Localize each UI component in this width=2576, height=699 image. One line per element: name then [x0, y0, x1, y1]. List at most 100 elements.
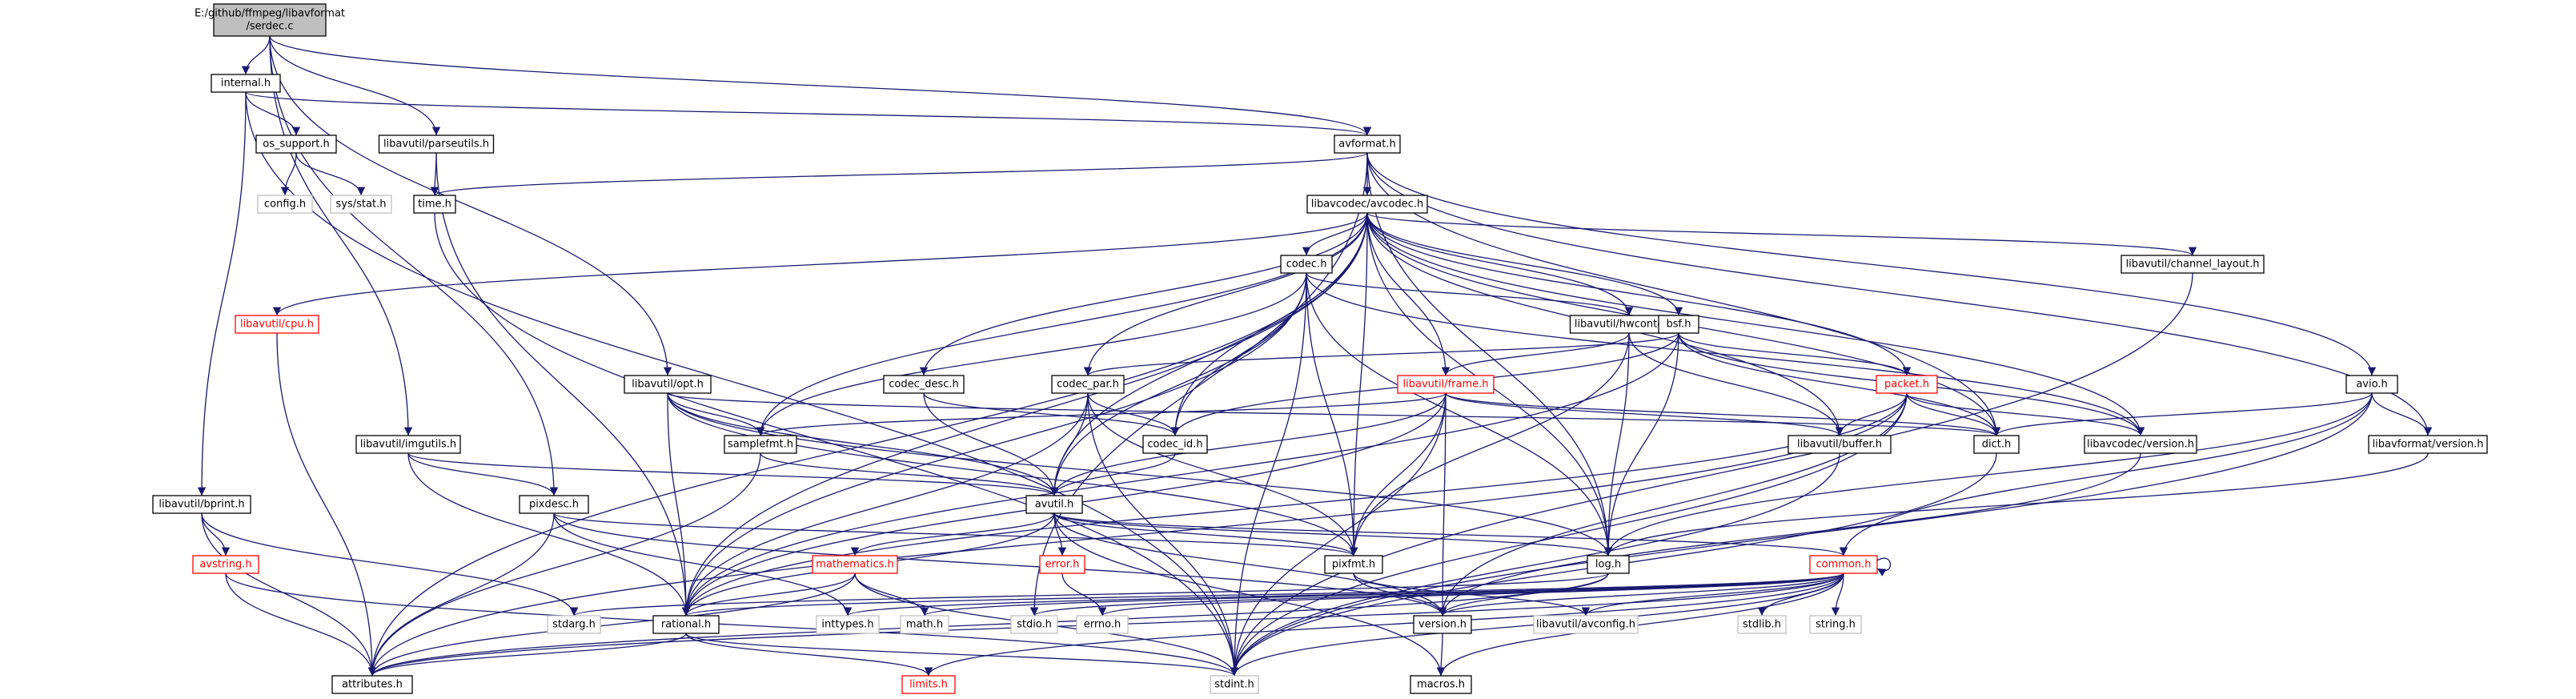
node-box [1413, 615, 1472, 634]
node-label: attributes.h [342, 679, 403, 691]
edge-opt-to-dict [667, 392, 2000, 436]
node-cpu[interactable]: libavutil/cpu.h [235, 315, 319, 334]
node-rational[interactable]: rational.h [652, 615, 720, 634]
node-buffer[interactable]: libavutil/buffer.h [1788, 435, 1892, 454]
edge-avcodec-to-attributes [367, 212, 1368, 677]
node-box [1809, 555, 1878, 574]
edge-opt-to-log [667, 392, 1613, 556]
node-version[interactable]: version.h [1413, 615, 1472, 634]
edge-frame-to-buffer [1445, 392, 1844, 436]
edge-serdec-to-imgutils [269, 35, 413, 436]
edge-imgutils-to-pixdesc [407, 452, 559, 496]
node-stdlib[interactable]: stdlib.h [1737, 615, 1787, 634]
node-packet[interactable]: packet.h [1876, 375, 1938, 394]
node-opt[interactable]: libavutil/opt.h [624, 375, 712, 394]
node-avcodec[interactable]: libavcodec/avcodec.h [1306, 195, 1428, 214]
node-box [192, 555, 259, 574]
node-avconfig[interactable]: libavutil/avconfig.h [1533, 615, 1639, 634]
edge-common-to-limits [924, 572, 1844, 677]
edge-packet-to-version [1438, 392, 1908, 617]
node-string-h[interactable]: string.h [1809, 615, 1862, 634]
node-bprint[interactable]: libavutil/bprint.h [152, 495, 251, 514]
node-label: os_support.h [263, 139, 330, 151]
edge-hwcontext-to-buffer [1628, 332, 1844, 436]
node-box [812, 555, 898, 574]
node-label: samplefmt.h [728, 439, 793, 451]
node-codec-version[interactable]: libavcodec/version.h [2084, 435, 2197, 454]
node-codec-desc[interactable]: codec_desc.h [883, 375, 965, 394]
edge-pixdesc-to-inttypes [553, 512, 853, 617]
node-limits[interactable]: limits.h [901, 675, 956, 694]
edge-parseutils-to-rational [435, 152, 691, 617]
node-box [1587, 555, 1630, 574]
node-pixfmt[interactable]: pixfmt.h [1324, 555, 1383, 574]
node-imgutils[interactable]: libavutil/imgutils.h [355, 435, 461, 454]
node-frame[interactable]: libavutil/frame.h [1397, 375, 1495, 394]
node-config[interactable]: config.h [257, 195, 313, 214]
node-label: E:/github/ffmpeg/libavformat [195, 8, 345, 20]
node-codec[interactable]: codec.h [1280, 255, 1333, 274]
node-internal[interactable]: internal.h [211, 74, 281, 93]
node-log[interactable]: log.h [1587, 555, 1630, 574]
node-stdint[interactable]: stdint.h [1210, 675, 1259, 694]
node-box [900, 615, 949, 634]
edge-codec_id-to-avutil [1049, 452, 1176, 496]
node-os-support[interactable]: os_support.h [255, 135, 337, 154]
node-stdarg[interactable]: stdarg.h [547, 615, 601, 634]
edge-codec-to-samplefmt [756, 272, 1307, 436]
edge-avcodec-to-frame [1366, 212, 1451, 376]
edge-avio-to-common [1839, 392, 2373, 556]
nodes-layer: E:/github/ffmpeg/libavformat/serdec.c int… [152, 3, 2488, 694]
node-label: log.h [1595, 559, 1621, 571]
edge-avstring-to-stdint [225, 572, 1238, 677]
node-avio[interactable]: avio.h [2345, 375, 2398, 394]
node-macros[interactable]: macros.h [1410, 675, 1472, 694]
node-math-h[interactable]: math.h [900, 615, 949, 634]
node-label: config.h [264, 199, 306, 211]
node-box [378, 135, 495, 154]
node-avutil[interactable]: avutil.h [1025, 495, 1083, 514]
edge-imgutils-to-rational [407, 452, 691, 617]
node-label: stdlib.h [1743, 619, 1781, 631]
node-error[interactable]: error.h [1039, 555, 1085, 574]
node-samplefmt[interactable]: samplefmt.h [724, 435, 797, 454]
edge-serdec-to-opt [269, 35, 672, 376]
node-errno[interactable]: errno.h [1076, 615, 1129, 634]
node-label: libavutil/cpu.h [240, 319, 314, 331]
edge-avcodec-to-channel_layout [1366, 212, 2197, 256]
node-mathematics[interactable]: mathematics.h [812, 555, 898, 574]
node-codec-par[interactable]: codec_par.h [1051, 375, 1125, 394]
node-box [1306, 195, 1428, 214]
node-label: bsf.h [1666, 319, 1691, 331]
node-stdio[interactable]: stdio.h [1010, 615, 1058, 634]
edge-common-to-avconfig [1581, 572, 1844, 617]
node-codec-id[interactable]: codec_id.h [1142, 435, 1208, 454]
edge-internal-to-avformat [245, 91, 1371, 136]
node-avstring[interactable]: avstring.h [192, 555, 259, 574]
node-dict[interactable]: dict.h [1973, 435, 2020, 454]
edge-os_support-to-config [280, 152, 297, 196]
node-box [624, 375, 712, 394]
node-channel-layout[interactable]: libavutil/channel_layout.h [2121, 255, 2265, 274]
edge-codec_par-to-codec_id [1087, 392, 1180, 436]
node-box [331, 675, 413, 694]
node-time-h[interactable]: time.h [413, 195, 456, 214]
edge-common-to-common [1876, 557, 1892, 576]
node-pixdesc[interactable]: pixdesc.h [519, 495, 589, 514]
node-label: pixfmt.h [1332, 559, 1375, 571]
edge-bprint-to-stdarg [201, 512, 579, 617]
edge-pixdesc-to-attributes [367, 512, 555, 677]
node-serdec[interactable]: E:/github/ffmpeg/libavformat/serdec.c [195, 3, 345, 37]
node-common[interactable]: common.h [1809, 555, 1878, 574]
node-bsf[interactable]: bsf.h [1658, 315, 1699, 334]
node-label: sys/stat.h [336, 199, 387, 211]
node-avformat[interactable]: avformat.h [1334, 135, 1401, 154]
node-box [1076, 615, 1129, 634]
node-box [1809, 615, 1862, 634]
node-parseutils[interactable]: libavutil/parseutils.h [378, 135, 495, 154]
node-attributes[interactable]: attributes.h [331, 675, 413, 694]
node-format-version[interactable]: libavformat/version.h [2368, 435, 2488, 454]
node-sys-stat[interactable]: sys/stat.h [330, 195, 392, 214]
node-label: stdarg.h [552, 619, 596, 631]
node-inttypes[interactable]: inttypes.h [816, 615, 880, 634]
